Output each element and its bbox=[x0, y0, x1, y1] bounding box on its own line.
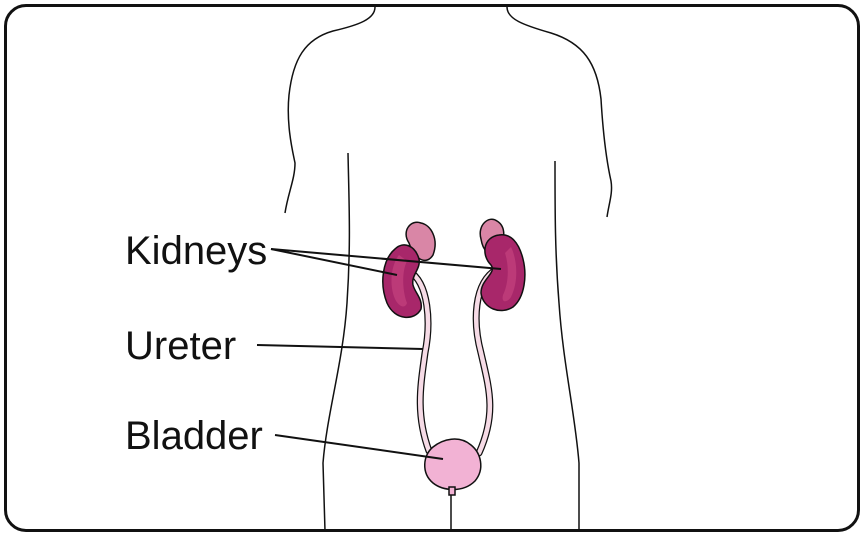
urinary-system-diagram: Kidneys Ureter Bladder bbox=[7, 7, 860, 532]
ureter-leader bbox=[257, 345, 423, 349]
label-kidneys: Kidneys bbox=[125, 229, 267, 273]
diagram-frame: Kidneys Ureter Bladder bbox=[4, 4, 860, 532]
right-torso-line bbox=[555, 161, 579, 531]
bladder-leader bbox=[275, 435, 443, 459]
label-ureter: Ureter bbox=[125, 324, 236, 368]
bladder bbox=[425, 439, 481, 489]
label-bladder: Bladder bbox=[125, 414, 263, 458]
left-torso-line bbox=[323, 153, 349, 531]
kidneys-leader-left bbox=[271, 249, 397, 275]
urethra bbox=[449, 487, 455, 495]
body-outline bbox=[285, 7, 612, 217]
